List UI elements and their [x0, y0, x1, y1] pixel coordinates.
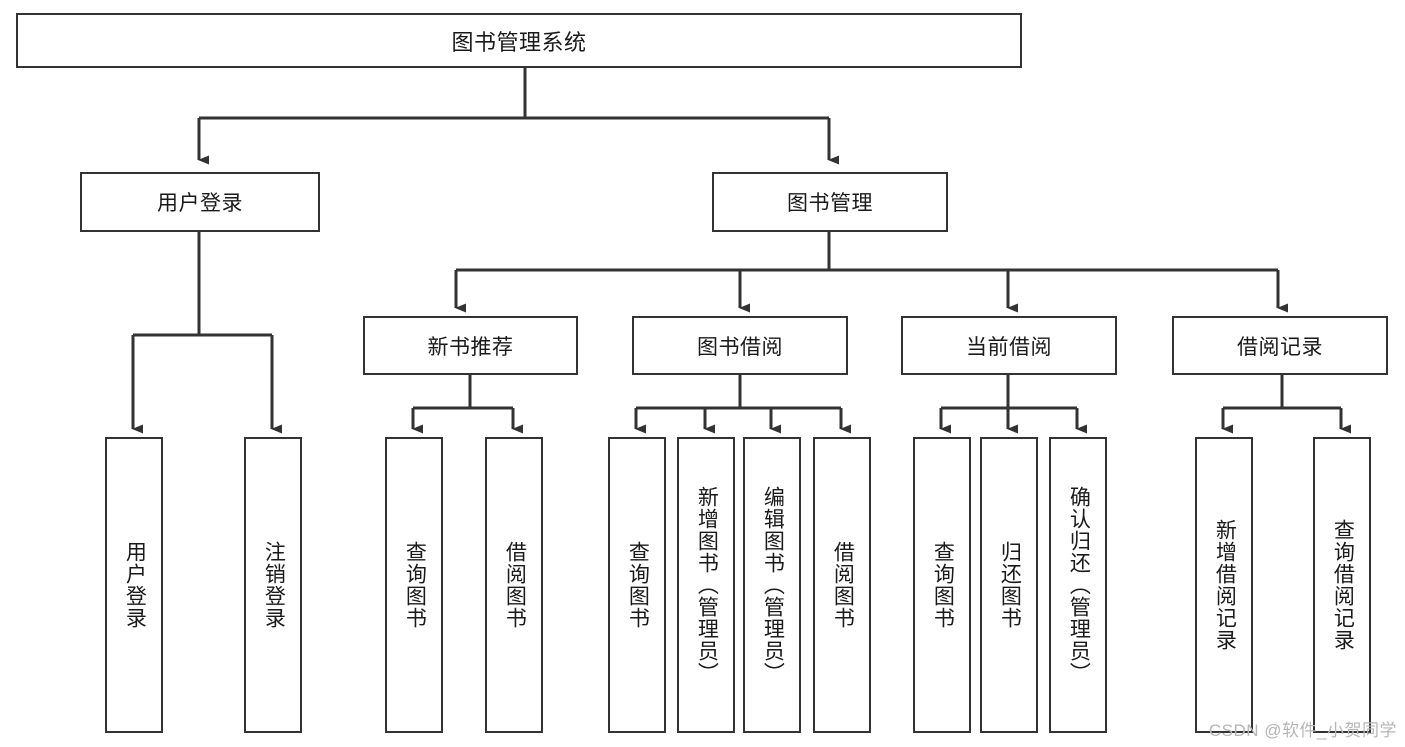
node-root-system[interactable]: 图书管理系统: [16, 13, 1022, 68]
leaf-current-confirm-return-admin[interactable]: 确认归还（管理员）: [1049, 437, 1107, 733]
node-label: 用户登录: [157, 192, 243, 215]
leaf-record-query-record[interactable]: 查询借阅记录: [1313, 437, 1371, 733]
node-label: 借阅图书: [831, 541, 855, 629]
node-current-borrow[interactable]: 当前借阅: [901, 316, 1117, 375]
node-label: 新书推荐: [427, 335, 514, 359]
node-label: 图书管理: [787, 192, 873, 215]
node-label: 借阅图书: [503, 541, 527, 629]
leaf-recommend-borrow-book[interactable]: 借阅图书: [485, 437, 543, 733]
leaf-borrow-edit-book-admin[interactable]: 编辑图书（管理员）: [743, 437, 801, 733]
node-label: 查询借阅记录: [1331, 519, 1355, 651]
node-label: 新增图书（管理员）: [695, 486, 719, 684]
node-label: 查询图书: [626, 541, 650, 629]
leaf-borrow-borrow-book[interactable]: 借阅图书: [813, 437, 871, 733]
leaf-user-login-logout[interactable]: 注销登录: [244, 437, 302, 733]
node-label: 归还图书: [998, 541, 1022, 629]
node-book-borrow[interactable]: 图书借阅: [632, 316, 848, 375]
leaf-user-login-login[interactable]: 用户登录: [105, 437, 163, 733]
node-label: 新增借阅记录: [1213, 519, 1237, 651]
node-label: 查询图书: [931, 541, 955, 629]
node-label: 注销登录: [262, 541, 286, 629]
leaf-current-query-book[interactable]: 查询图书: [913, 437, 971, 733]
watermark-text: CSDN @软件_小贺同学: [1208, 721, 1397, 740]
node-book-management[interactable]: 图书管理: [712, 172, 948, 232]
leaf-borrow-query-book[interactable]: 查询图书: [608, 437, 666, 733]
node-label: 当前借阅: [966, 335, 1052, 359]
leaf-current-return-book[interactable]: 归还图书: [980, 437, 1038, 733]
leaf-record-add-record[interactable]: 新增借阅记录: [1195, 437, 1253, 733]
node-user-login[interactable]: 用户登录: [80, 172, 320, 232]
node-label: 编辑图书（管理员）: [761, 486, 785, 684]
node-label: 图书借阅: [697, 335, 783, 359]
node-label: 借阅记录: [1237, 335, 1323, 359]
node-label: 图书管理系统: [451, 29, 587, 55]
node-label: 确认归还（管理员）: [1067, 486, 1091, 684]
leaf-borrow-add-book-admin[interactable]: 新增图书（管理员）: [677, 437, 735, 733]
node-label: 查询图书: [403, 541, 427, 629]
node-new-book-recommend[interactable]: 新书推荐: [363, 316, 578, 375]
node-borrow-record[interactable]: 借阅记录: [1172, 316, 1388, 375]
node-label: 用户登录: [123, 541, 147, 629]
leaf-recommend-query-book[interactable]: 查询图书: [385, 437, 443, 733]
